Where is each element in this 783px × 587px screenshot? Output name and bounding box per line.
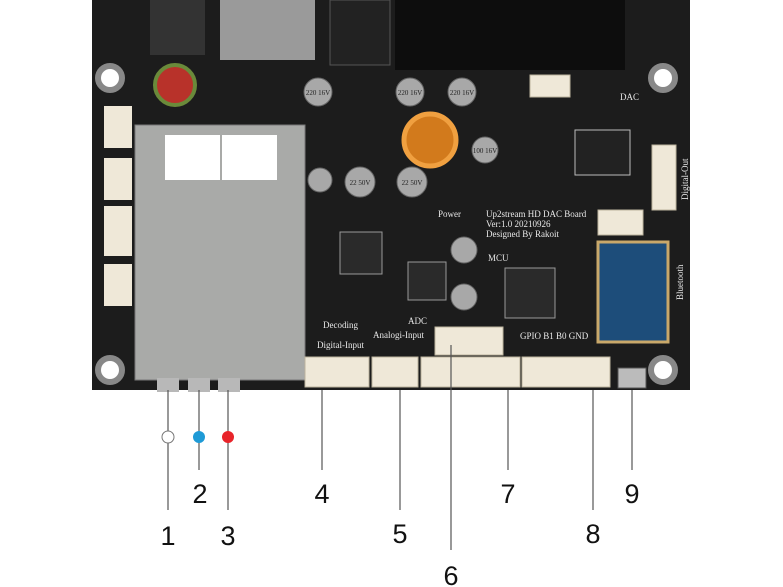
- bluetooth-module: [596, 240, 670, 344]
- switch-component: [150, 0, 205, 55]
- led-blue-indicator: [193, 431, 205, 443]
- led-red-indicator: [222, 431, 234, 443]
- board-title: Up2stream HD DAC Board: [486, 209, 587, 219]
- qr-code-label: [165, 135, 220, 180]
- callout-8: 8: [585, 519, 600, 549]
- bottom-connectors: [304, 74, 677, 388]
- capacitors: [303, 77, 499, 311]
- callout-5: 5: [392, 519, 407, 549]
- callout-7: 7: [500, 479, 515, 509]
- audio-jack: [329, 0, 391, 66]
- callout-9: 9: [624, 479, 639, 509]
- callout-2: 2: [192, 479, 207, 509]
- label-decoding: Decoding: [323, 320, 358, 330]
- adc-chip: [407, 261, 447, 301]
- ethernet-jack: [220, 0, 315, 60]
- inductor-red: [153, 63, 197, 107]
- rca-jacks: [395, 0, 625, 70]
- led-white-indicator: [161, 430, 175, 444]
- callout-1: 1: [160, 521, 175, 551]
- inductor-orange: [401, 111, 459, 169]
- capacitor-label: 100 16V: [473, 147, 497, 155]
- dac-chip-area: [574, 129, 631, 176]
- led-windows: [157, 378, 240, 392]
- capacitor-label: 220 16V: [398, 89, 422, 97]
- label-dac: DAC: [620, 92, 639, 102]
- callout-4: 4: [314, 479, 329, 509]
- callout-lines: [167, 345, 633, 550]
- label-power: Power: [438, 209, 461, 219]
- qr-code-label: [222, 135, 277, 180]
- capacitor-label: 22 50V: [402, 179, 423, 187]
- left-connectors: [104, 106, 132, 306]
- label-mcu: MCU: [488, 253, 509, 263]
- label-adc: ADC: [408, 316, 427, 326]
- callout-6: 6: [443, 561, 458, 587]
- label-digital-out: Digital-Out: [680, 158, 690, 200]
- decoder-chip: [339, 231, 383, 275]
- label-bluetooth: Bluetooth: [675, 264, 685, 300]
- board-designer: Designed By Rakoit: [486, 229, 559, 239]
- capacitor-label: 220 16V: [450, 89, 474, 97]
- label-gpio: GPIO B1 B0 GND: [520, 331, 589, 341]
- capacitor-label: 22 50V: [350, 179, 371, 187]
- label-digital-input: Digital-Input: [317, 340, 364, 350]
- mounting-holes: [95, 63, 678, 385]
- capacitor-label: 220 16V: [306, 89, 330, 97]
- label-analog-input: Analogi-Input: [373, 330, 424, 340]
- board-version: Ver:1.0 20210926: [486, 219, 551, 229]
- callout-3: 3: [220, 521, 235, 551]
- mcu-chip: [504, 267, 556, 319]
- button-component: [617, 367, 647, 389]
